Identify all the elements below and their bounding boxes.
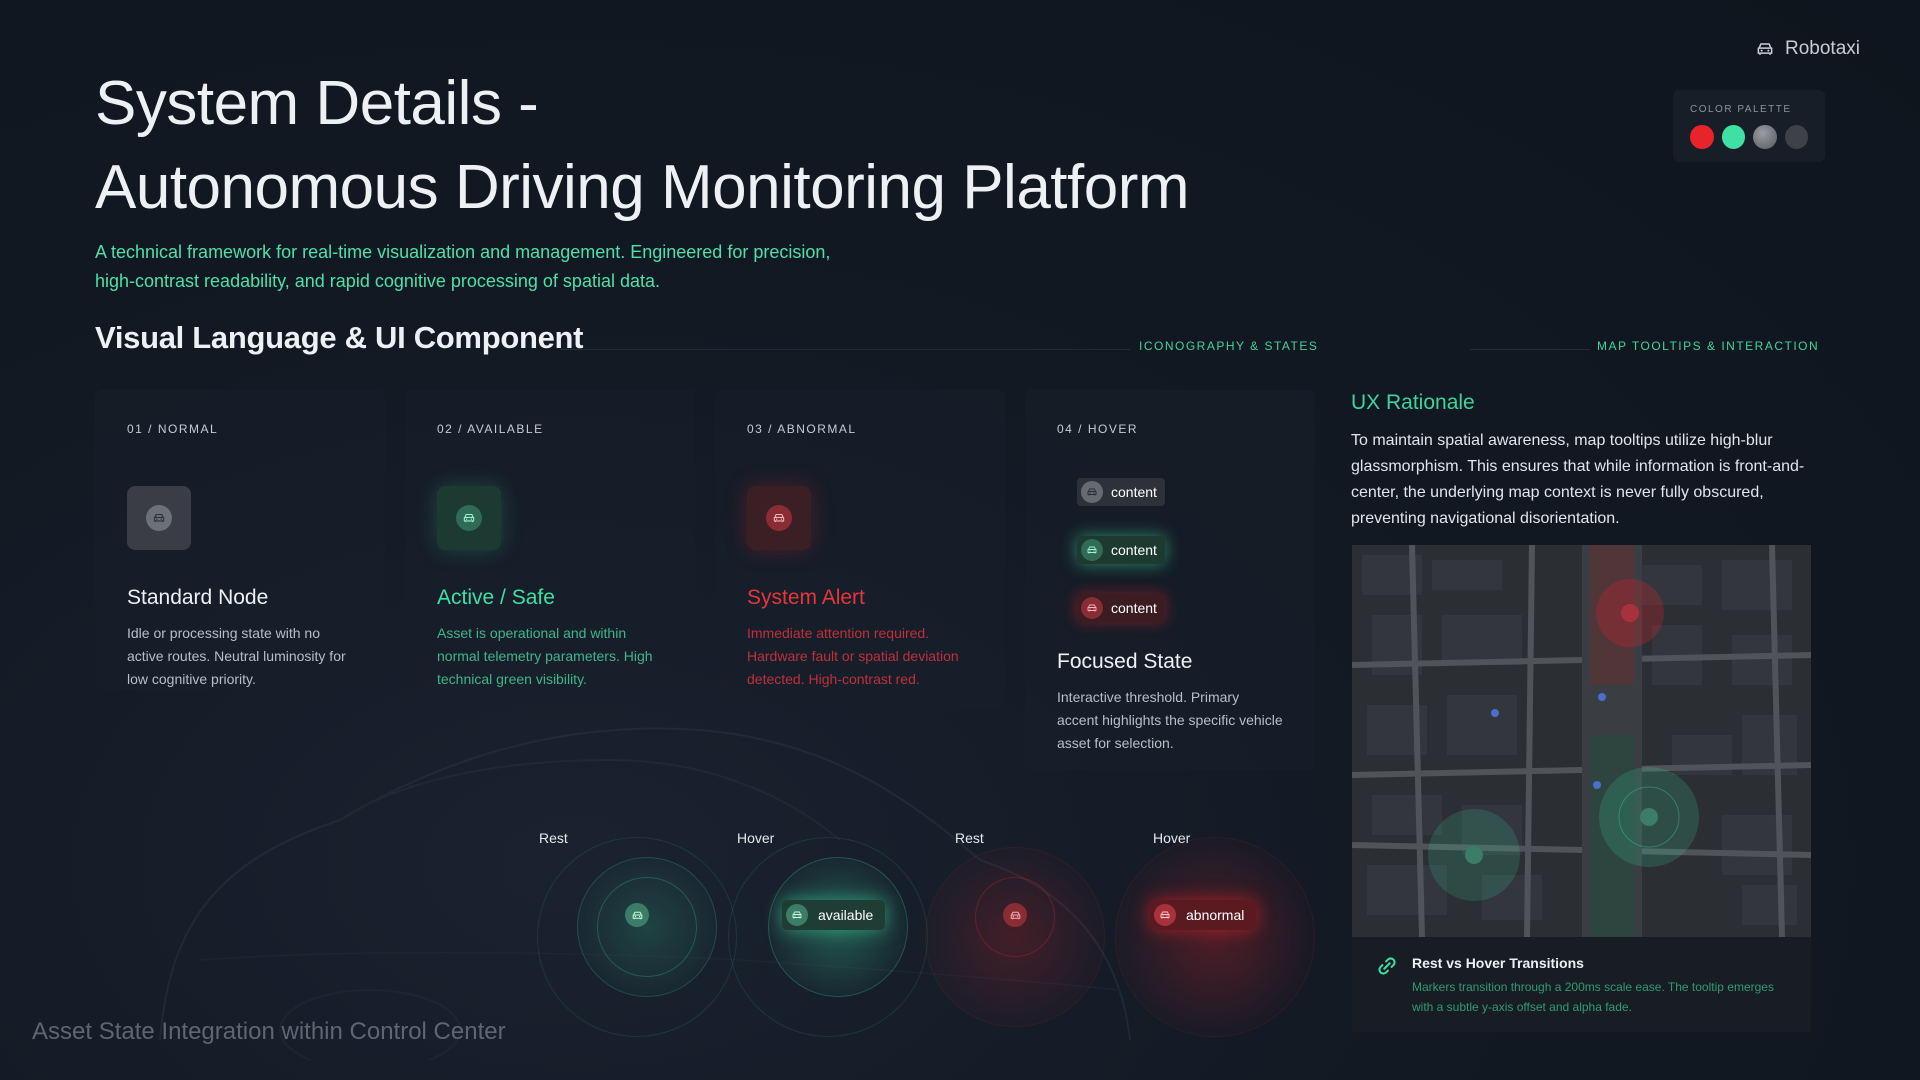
hover-chips: content content content <box>1057 478 1283 622</box>
car-icon <box>456 505 482 531</box>
card-number: 02 / AVAILABLE <box>437 422 544 436</box>
card-desc: Idle or processing state with no active … <box>127 625 346 687</box>
swatch-gray <box>1753 125 1777 149</box>
chip-available[interactable]: content <box>1077 536 1165 564</box>
swatch-green <box>1721 125 1745 149</box>
car-icon <box>631 909 644 922</box>
car-icon <box>1081 539 1103 561</box>
card-number: 01 / NORMAL <box>127 422 219 436</box>
info-title: Rest vs Hover Transitions <box>1412 955 1584 971</box>
card-number: 03 / ABNORMAL <box>747 422 857 436</box>
tag-map: MAP TOOLTIPS & INTERACTION <box>1597 339 1820 353</box>
car-icon <box>786 904 808 926</box>
brand-name: Robotaxi <box>1785 38 1860 59</box>
tooltip-label: available <box>818 907 874 923</box>
brand[interactable]: Robotaxi <box>1755 38 1860 60</box>
card-title: Active / Safe <box>437 586 555 609</box>
title-line-2: Autonomous Driving Monitoring Platform <box>95 153 1190 222</box>
marker-ring <box>975 877 1055 957</box>
car-icon <box>146 505 172 531</box>
tooltip-abnormal[interactable]: abnormal <box>1150 900 1257 930</box>
node-abnormal[interactable] <box>747 486 811 550</box>
node-normal[interactable] <box>127 486 191 550</box>
section-title: Visual Language & UI Component <box>95 320 584 355</box>
marker-available-rest[interactable] <box>625 903 649 927</box>
card-number: 04 / HOVER <box>1057 422 1139 436</box>
map-preview[interactable] <box>1352 545 1811 937</box>
card-desc: Immediate attention required. Hardware f… <box>747 625 959 687</box>
car-icon <box>1081 481 1103 503</box>
card-normal: 01 / NORMAL Standard Node Idle or proces… <box>95 390 385 690</box>
car-icon <box>766 505 792 531</box>
card-title: Standard Node <box>127 586 269 609</box>
car-icon <box>1009 909 1022 922</box>
card-available: 02 / AVAILABLE Active / Safe Asset is op… <box>405 390 695 690</box>
tooltip-label: abnormal <box>1186 907 1245 923</box>
chip-normal[interactable]: content <box>1077 478 1165 506</box>
swatch-red <box>1690 125 1714 149</box>
chip-label: content <box>1111 600 1157 616</box>
card-title: Focused State <box>1057 650 1193 673</box>
node-available[interactable] <box>437 486 501 550</box>
tooltip-available[interactable]: available <box>782 900 886 930</box>
palette-swatches <box>1690 125 1808 149</box>
chip-abnormal[interactable]: content <box>1077 594 1165 622</box>
title-line-1: System Details - <box>95 69 539 138</box>
link-icon <box>1378 957 1396 975</box>
marker-ring <box>597 877 697 977</box>
car-icon <box>1081 597 1103 619</box>
card-abnormal: 03 / ABNORMAL System Alert Immediate att… <box>715 390 1005 710</box>
page-subtitle: A technical framework for real-time visu… <box>95 242 831 291</box>
car-icon <box>1154 904 1176 926</box>
state-label-hover: Hover <box>737 830 775 846</box>
card-title: System Alert <box>747 586 865 609</box>
tag-iconography: ICONOGRAPHY & STATES <box>1139 339 1319 353</box>
card-hover: 04 / HOVER content content content Focus… <box>1025 390 1315 770</box>
page-title: System Details - Autonomous Driving Moni… <box>95 62 1190 230</box>
section-divider <box>1470 349 1590 350</box>
marker-ring <box>1115 837 1315 1037</box>
swatch-dark <box>1784 125 1808 149</box>
ux-title: UX Rationale <box>1351 391 1475 414</box>
state-label-rest: Rest <box>955 830 984 846</box>
palette-label: COLOR PALETTE <box>1690 104 1792 115</box>
color-palette: COLOR PALETTE <box>1673 90 1825 162</box>
section-divider <box>560 349 1130 350</box>
chip-label: content <box>1111 484 1157 500</box>
card-desc: Asset is operational and within normal t… <box>437 625 653 687</box>
map-canvas <box>1352 545 1811 937</box>
card-desc: Interactive threshold. Primary accent hi… <box>1057 689 1283 751</box>
car-icon <box>1755 39 1775 59</box>
marker-abnormal-rest[interactable] <box>1003 903 1027 927</box>
info-desc: Markers transition through a 200ms scale… <box>1412 980 1774 1014</box>
ux-body: To maintain spatial awareness, map toolt… <box>1351 432 1805 527</box>
state-label-rest: Rest <box>539 830 568 846</box>
footer-caption: Asset State Integration within Control C… <box>32 1018 506 1045</box>
chip-label: content <box>1111 542 1157 558</box>
transition-info: Rest vs Hover Transitions Markers transi… <box>1352 937 1811 1032</box>
